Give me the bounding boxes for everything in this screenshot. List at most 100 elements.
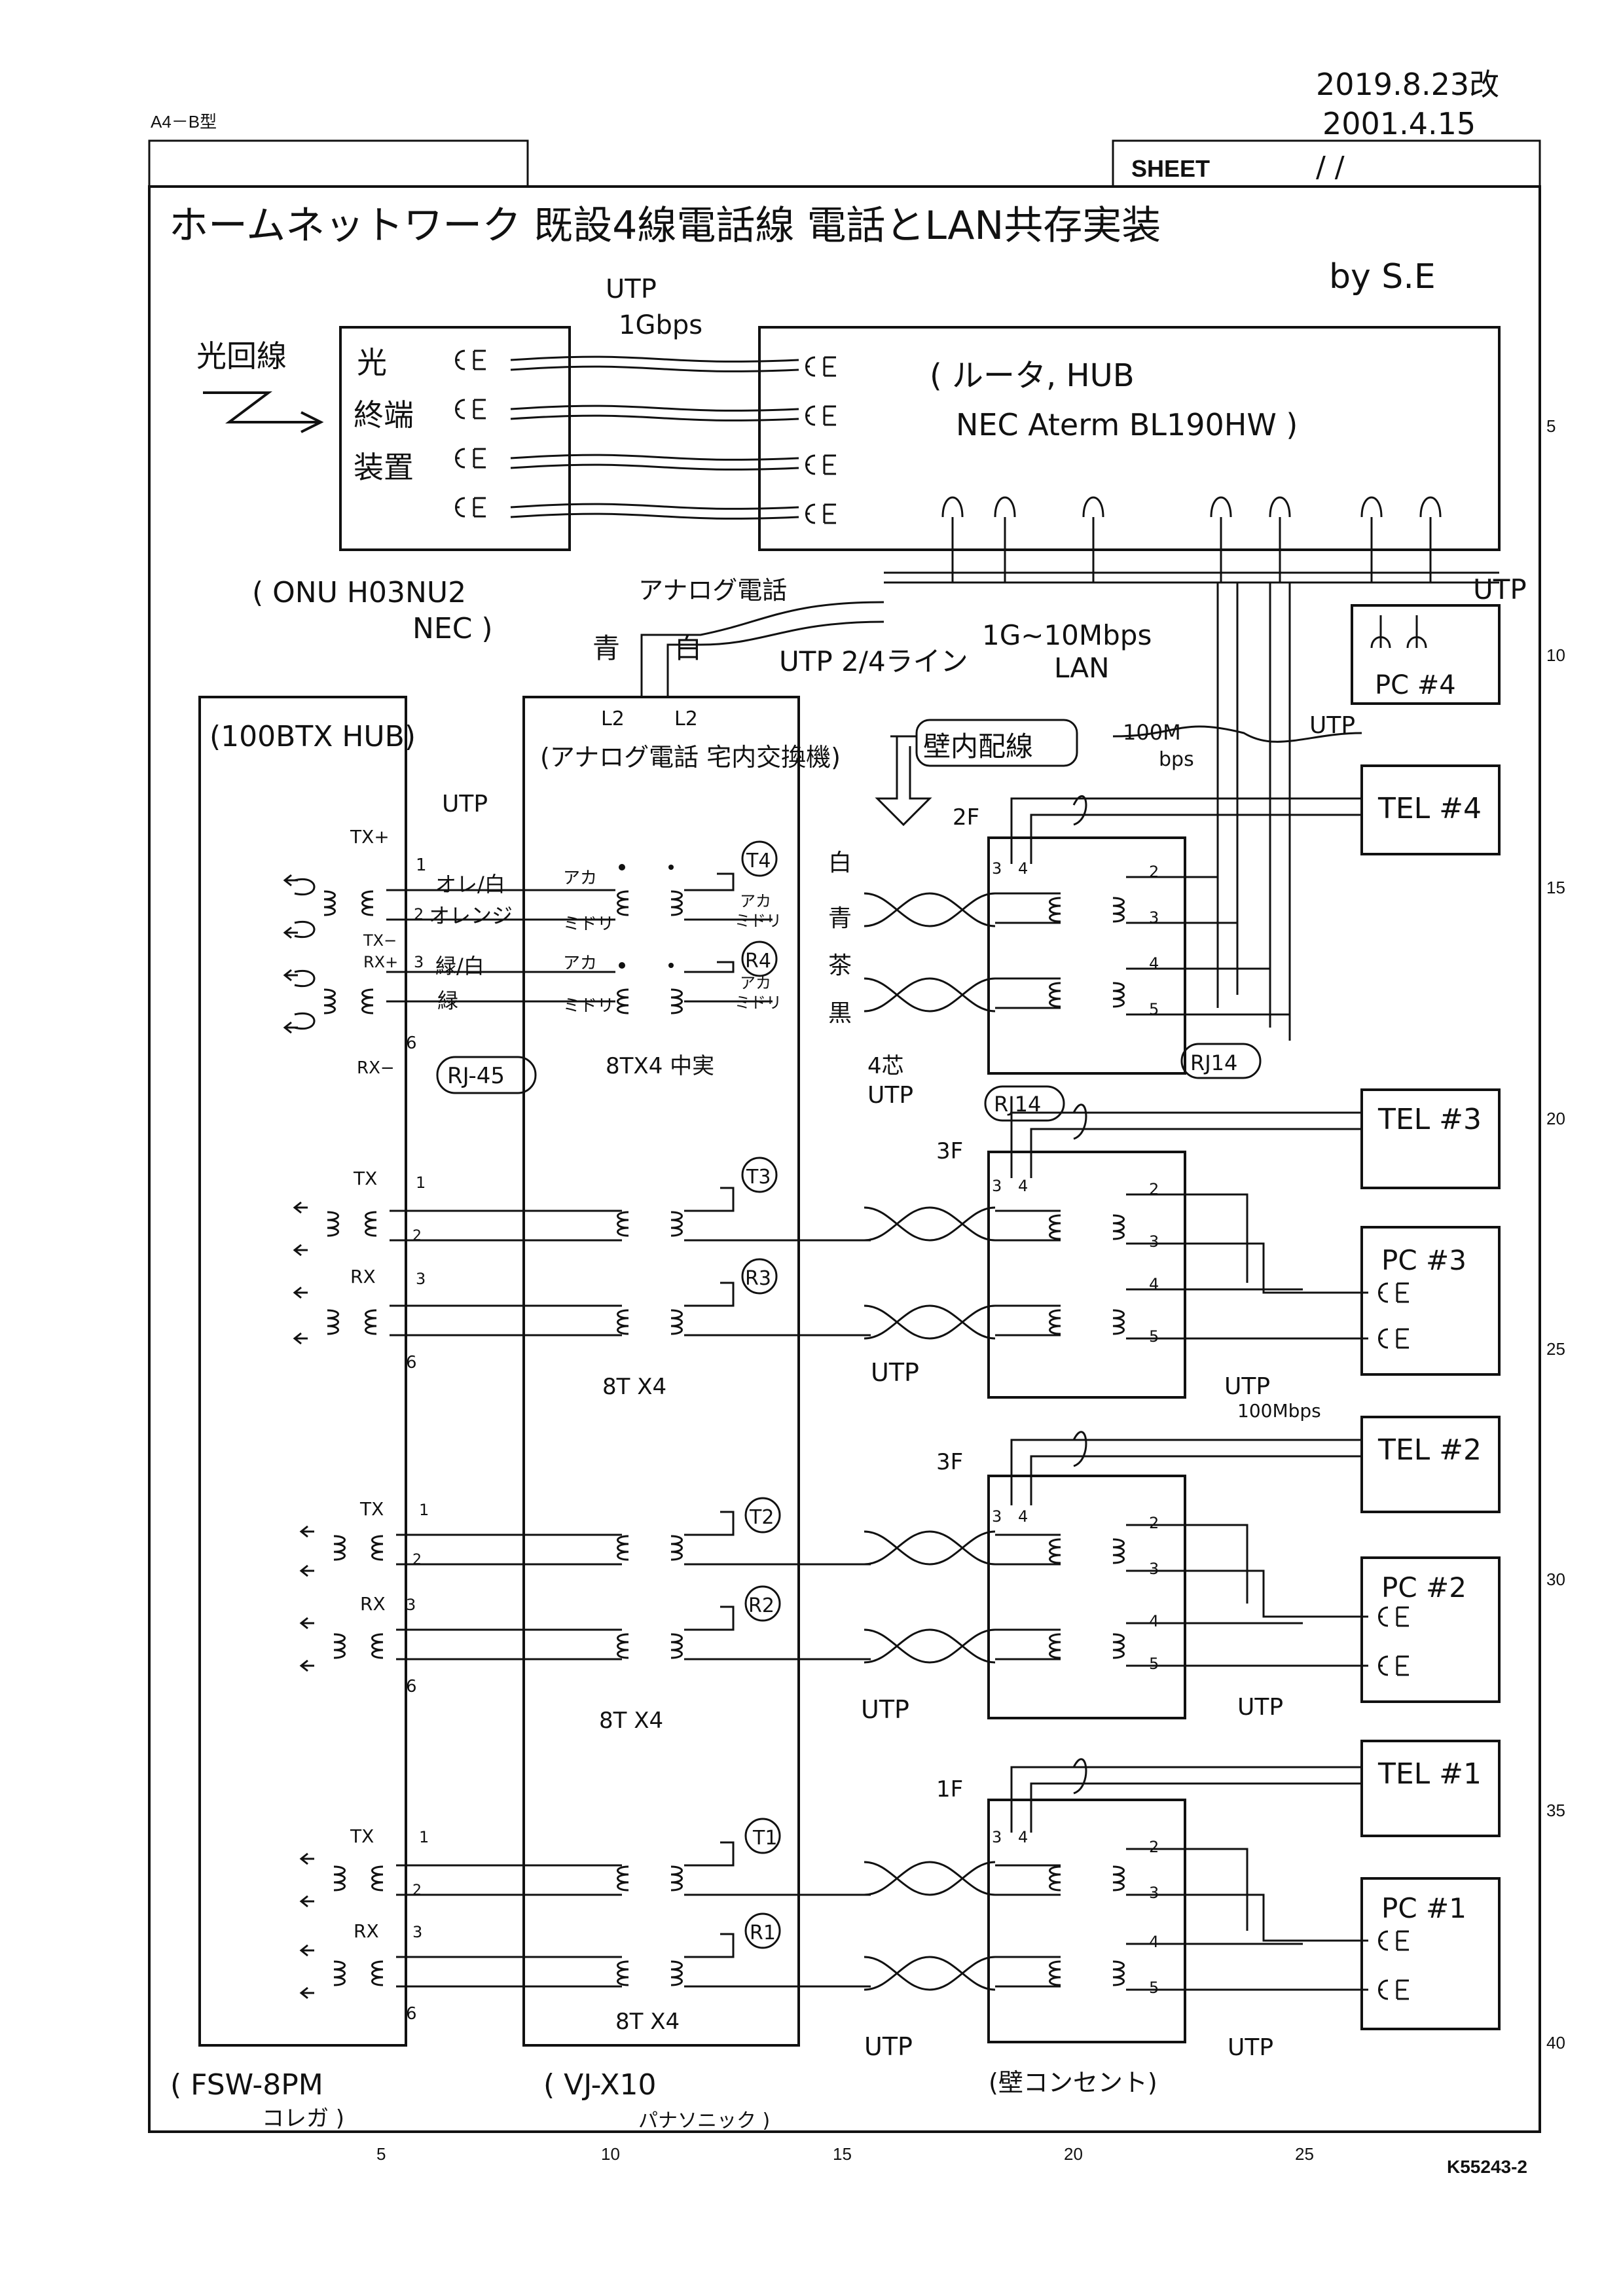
wiring-pins-0-text: 3 xyxy=(992,1177,1002,1195)
ruler-bottom-4-text: 25 xyxy=(1295,2144,1314,2164)
onu-maker: NEC ) xyxy=(412,612,493,645)
wall-wiring-badge xyxy=(915,719,1078,767)
exchanger-rows-3-label-text: 8T X4 xyxy=(615,2009,680,2035)
page-title: ホームネットワーク 既設4線電話線 電話とLAN共存実装 xyxy=(169,203,1161,249)
wiring-utp-text: UTP xyxy=(864,2032,913,2061)
hub-pins-p1-text: 1 xyxy=(416,855,427,875)
wiring-pins-3-text: 3 xyxy=(1149,1232,1159,1251)
pc2-label: PC #2 xyxy=(1381,1571,1466,1604)
shiro-label: 白 xyxy=(674,632,702,664)
wiring-pins-4-text: 4 xyxy=(1149,1612,1159,1630)
exchanger-rows-2-label-text: 8T X4 xyxy=(599,1708,663,1734)
wiring-pins-4-text: 4 xyxy=(1149,1933,1159,1951)
lan-bus xyxy=(884,571,1499,584)
wiring-floors-0-text: 2F xyxy=(953,804,979,831)
hub-wire-colors-0-text: オレ/白 xyxy=(435,872,505,897)
hub-pins-tx-minus-text: TX− xyxy=(363,931,397,950)
ruler-right-1-text: 10 xyxy=(1546,645,1565,665)
exchanger-rows-1-label-text: 8T X4 xyxy=(602,1374,666,1400)
router-lan-ports xyxy=(941,496,1442,583)
hub-pins-p2-text: 2 xyxy=(412,1882,422,1899)
onu-router-cables xyxy=(455,350,837,524)
ruler-right-3-text: 20 xyxy=(1546,1109,1565,1128)
hub-pins-p6-text: 6 xyxy=(406,1353,417,1372)
hub-pins-rx-minus-text: RX− xyxy=(357,1058,395,1078)
wall-outlet-3f-a: RJ14 3F 3 4 2 3 4 5 xyxy=(936,1085,1368,1399)
hub-wire-colors-1-text: オレンジ xyxy=(429,903,513,928)
drawing-frame xyxy=(148,185,1541,2133)
row-2: TX 1 2 RX 3 6 T2 R2 8T X4 UTP xyxy=(299,1497,996,1734)
ruler-bottom-3-text: 20 xyxy=(1064,2144,1083,2164)
exchanger-rows-0-label-text: 8TX4 中実 xyxy=(606,1053,714,1079)
wiring-rj14-text: RJ14 xyxy=(1190,1050,1237,1075)
bottom-ruler: 5 10 15 20 25 xyxy=(376,2144,1314,2164)
form-number: K55243-2 xyxy=(1447,2157,1527,2177)
wall-outlet-3f-b: 3F 3 4 2 3 4 5 xyxy=(936,1431,1368,1719)
wiring-utp-text: UTP xyxy=(861,1695,909,1724)
right-ruler: 5 10 15 20 25 30 35 40 xyxy=(1546,416,1565,2053)
utp-pc3-label: UTP xyxy=(1224,1373,1270,1400)
wiring-pins-1-text: 4 xyxy=(1018,859,1028,878)
wiring-pins-0-text: 3 xyxy=(992,1828,1002,1846)
exchanger-midori-text: ミドリ xyxy=(735,994,782,1012)
onu-label-3: 装置 xyxy=(354,450,414,485)
pc1-label: PC #1 xyxy=(1381,1892,1466,1924)
wiring-pins-3-text: 3 xyxy=(1149,1884,1159,1902)
wiring-pins-1-text: 4 xyxy=(1018,1507,1028,1526)
hub-pins-p1-text: 1 xyxy=(419,1501,429,1519)
ruler-right-4-text: 25 xyxy=(1546,1339,1565,1359)
wall-wiring-arrow xyxy=(875,735,932,827)
hub-pins-p6-text: 6 xyxy=(406,2004,417,2024)
wiring-pins-3-text: 3 xyxy=(1149,1560,1159,1578)
wiring-pins-1-text: 4 xyxy=(1018,1177,1028,1195)
utp-right-label: UTP xyxy=(1473,573,1527,605)
hub-pins-tx-text: TX xyxy=(359,1498,384,1520)
hikari-line-label: 光回線 xyxy=(196,338,287,374)
exchanger-aka-text: アカ xyxy=(740,892,771,910)
wiring-ao-text: 青 xyxy=(828,905,852,932)
tel3-label: TEL #3 xyxy=(1377,1103,1482,1136)
exchanger-midori-text: ミドリ xyxy=(563,996,614,1016)
pc4-box xyxy=(1351,604,1501,705)
header-box-left xyxy=(148,139,529,188)
exchanger-box xyxy=(522,696,800,2047)
ao-label: 青 xyxy=(592,632,620,664)
exchanger-aka-text: アカ xyxy=(563,954,597,973)
exchanger-midori-text: ミドリ xyxy=(563,914,614,934)
ruler-bottom-1-text: 10 xyxy=(601,2144,620,2164)
hikari-arrow xyxy=(203,391,324,433)
onu-label-1: 光 xyxy=(357,345,387,380)
row-3: TX 1 2 RX 3 6 T3 R3 8T X4 UTP xyxy=(293,1157,996,1400)
wiring-pins-0-text: 3 xyxy=(992,859,1002,878)
wiring-pins-4-text: 4 xyxy=(1149,1275,1159,1293)
l2-label-2: L2 xyxy=(674,708,698,730)
wiring-pins-2-text: 2 xyxy=(1149,1838,1159,1856)
hub-pins-rx-text: RX xyxy=(354,1920,379,1942)
hub-pins-p2-text: 2 xyxy=(412,1552,422,1568)
hub-pins-p2-text: 2 xyxy=(414,905,424,924)
ruler-right-6-text: 35 xyxy=(1546,1801,1565,1820)
form-code: A4－B型 xyxy=(151,112,217,132)
exchanger-rows-2-r-text: R2 xyxy=(748,1594,774,1617)
hub-pins-tx-text: TX xyxy=(350,1825,374,1847)
speed-bps: bps xyxy=(1159,748,1194,771)
hub-pins-p3-text: 3 xyxy=(414,953,424,971)
exchanger-rows-1-t-text: T3 xyxy=(746,1166,771,1189)
utp-24-label: UTP 2/4ライン xyxy=(779,645,968,677)
wiring-floors-3-text: 1F xyxy=(936,1776,963,1803)
tel4-label: TEL #4 xyxy=(1377,792,1482,825)
wiring-pins-3-text: 3 xyxy=(1149,908,1159,927)
wiring-core4-text: 4芯 xyxy=(867,1053,904,1079)
wall-wiring-label: 壁内配線 xyxy=(923,730,1033,762)
hub-pins-tx-text: TX xyxy=(353,1168,377,1189)
analog-phone-label: アナログ電話 xyxy=(638,576,787,605)
lan-drop-lines xyxy=(1112,583,1362,1041)
tel4-box xyxy=(1360,764,1501,855)
row-4: TX+ 1 TX− RX+ RX− 2 3 6 オレ/白 オレンジ 緑/白 緑 … xyxy=(283,826,996,1109)
hub-pins-p6-text: 6 xyxy=(406,1677,417,1696)
wall-outlet-1f: 1F 3 4 2 3 4 5 xyxy=(936,1758,1368,2043)
hub-pins-p2-text: 2 xyxy=(412,1228,422,1244)
hub-pins-p6-text: 6 xyxy=(406,1033,417,1053)
wiring-pins-4-text: 4 xyxy=(1149,954,1159,973)
